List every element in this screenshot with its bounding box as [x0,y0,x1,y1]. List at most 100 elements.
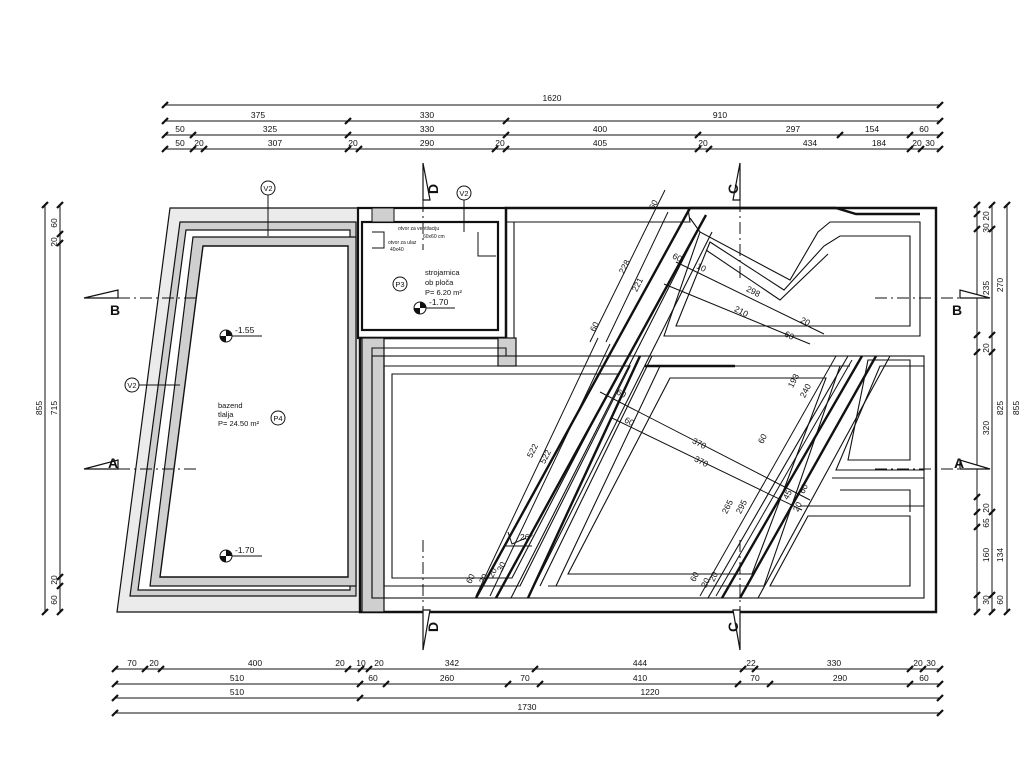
dim-bot-r2-2: 60 [368,673,378,683]
dim-bot-r2-4: 70 [520,673,530,683]
dim-right-c4: 320 [981,421,991,435]
diag-dim-11: 60 [671,251,684,264]
dim-top-r3-4: 400 [593,124,607,134]
dim-right-270: 270 [995,278,1005,292]
dim-bot-r2-8: 60 [919,673,929,683]
dim-right-c5: 20 [981,503,991,513]
dim-top-r2-3: 910 [713,110,727,120]
diag-dim-4: 522 [525,442,540,459]
level-marker-bottom: -1.70 [219,545,262,563]
diag-dim-27: 20 [699,576,712,589]
diag-dim-20: 370 [691,436,708,451]
dim-top-r2-1: 375 [251,110,265,120]
pool-tag-circle [270,410,286,426]
dim-right-c3: 20 [981,343,991,353]
dim-left-bottom-0: 60 [49,595,59,605]
dim-bot-r1-7: 342 [445,658,459,668]
dim-right-outer: 855 [1011,401,1021,415]
dim-top-total: 1620 [543,93,562,103]
dim-right-134: 134 [995,548,1005,562]
diag-dim-2: 221 [630,276,645,293]
dim-right-c7: 160 [981,548,991,562]
dim-left-bottom-1: 20 [49,575,59,585]
dim-bot-r1-4: 20 [335,658,345,668]
pool-level-top: -1.55 [235,325,255,335]
level-marker-top: -1.55 [219,325,262,343]
section-d-bottom: D [425,622,441,632]
dim-bot-r2-3: 260 [440,673,454,683]
dim-top-r4-5: 290 [420,138,434,148]
diag-dim-6: 60 [464,572,477,585]
diag-dim-9: 30 [495,560,508,573]
dim-right-c8: 30 [981,595,991,605]
dim-right-c0: 20 [981,211,991,221]
dim-bot-r1-2: 20 [149,658,159,668]
diag-dim-22: 60 [615,387,628,400]
diag-dim-0: 60 [647,198,660,211]
dim-top-r3-2: 325 [263,124,277,134]
diag-dim-23: 60 [623,415,636,428]
machine-room-level: -1.70 [429,297,449,307]
dim-top-r4-7: 405 [593,138,607,148]
section-c-bottom: C [725,622,741,632]
diag-dim-3: 60 [588,320,601,333]
dim-bot-r1-8: 444 [633,658,647,668]
diag-dim-26: 60 [688,570,701,583]
dim-left-top-0: 20 [49,237,59,247]
dim-top-r4-8: 20 [698,138,708,148]
section-d-top: D [425,184,441,194]
dim-top-r4-1: 50 [175,138,185,148]
dim-bot-r1-6: 20 [374,658,384,668]
pool-area: P= 24.50 m² [218,419,260,428]
dim-bot-r1-5: 10 [356,658,366,668]
dim-top-r4-10: 184 [872,138,886,148]
dim-right-60: 60 [995,595,1005,605]
pool-level-bottom: -1.70 [235,545,255,555]
dim-bot-r1-3: 400 [248,658,262,668]
dim-left-inner: 715 [49,401,59,415]
dim-right-c1: 30 [981,223,991,233]
dim-top-r4-12: 30 [925,138,935,148]
diag-dim-7: 20 [477,572,490,585]
section-a-left: A [108,455,118,471]
section-a-right: A [954,455,964,471]
dim-right-c2: 235 [981,281,991,295]
machine-room-sub: ob ploča [425,278,454,287]
terrace-slab [358,206,938,614]
dim-top-r4-2: 20 [194,138,204,148]
diag-dim-15: 60 [783,329,796,342]
diag-dim-angle: 26° [520,532,533,542]
diagonal-dimensions: 60 228 221 60 522 522 60 20 20 30 26° 60… [464,189,853,597]
diag-dim-31: 20 [791,500,804,513]
dim-bot-r2-5: 410 [633,673,647,683]
dim-bot-total: 1730 [518,702,537,712]
dim-bot-r1-12: 30 [926,658,936,668]
section-markers: B B A A D D C C [83,162,991,651]
dim-top-r4-9: 434 [803,138,817,148]
dim-bot-r1-1: 70 [127,658,137,668]
diag-dim-29: 45 [781,488,794,501]
bottom-dimensions: 70 20 400 20 10 20 342 444 22 330 20 30 … [111,658,944,717]
diag-dim-18: 240 [798,382,813,399]
dim-bot-r1-9: 22 [746,658,756,668]
dim-top-r3-3: 330 [420,124,434,134]
machine-note-3: 60x60 cm [423,234,445,240]
machine-note-4: 40x40 [390,247,404,253]
dim-left-outer: 855 [34,401,44,415]
dim-right-c6: 65 [981,518,991,528]
pool-floor: tlalja [218,410,234,419]
machine-room: otvor za ventilaciju 60x60 cm otvor za u… [356,185,508,340]
machine-room-name: strojarnica [425,268,460,277]
section-b-right: B [952,302,962,318]
diag-dim-21: 370 [693,454,710,469]
section-c-top: C [725,184,741,194]
dim-top-r4-11: 20 [912,138,922,148]
dim-bot-r2-1: 510 [230,673,244,683]
wall-tag-2: V2 [127,381,136,390]
left-dimensions: 855 60 20 715 20 60 [34,201,64,616]
diag-dim-16: 20 [799,315,812,328]
diag-dim-12: 10 [695,261,708,274]
pool-name: bazend [218,401,243,410]
dim-bot-r1-10: 330 [827,658,841,668]
machine-room-tag: P3 [395,280,404,289]
